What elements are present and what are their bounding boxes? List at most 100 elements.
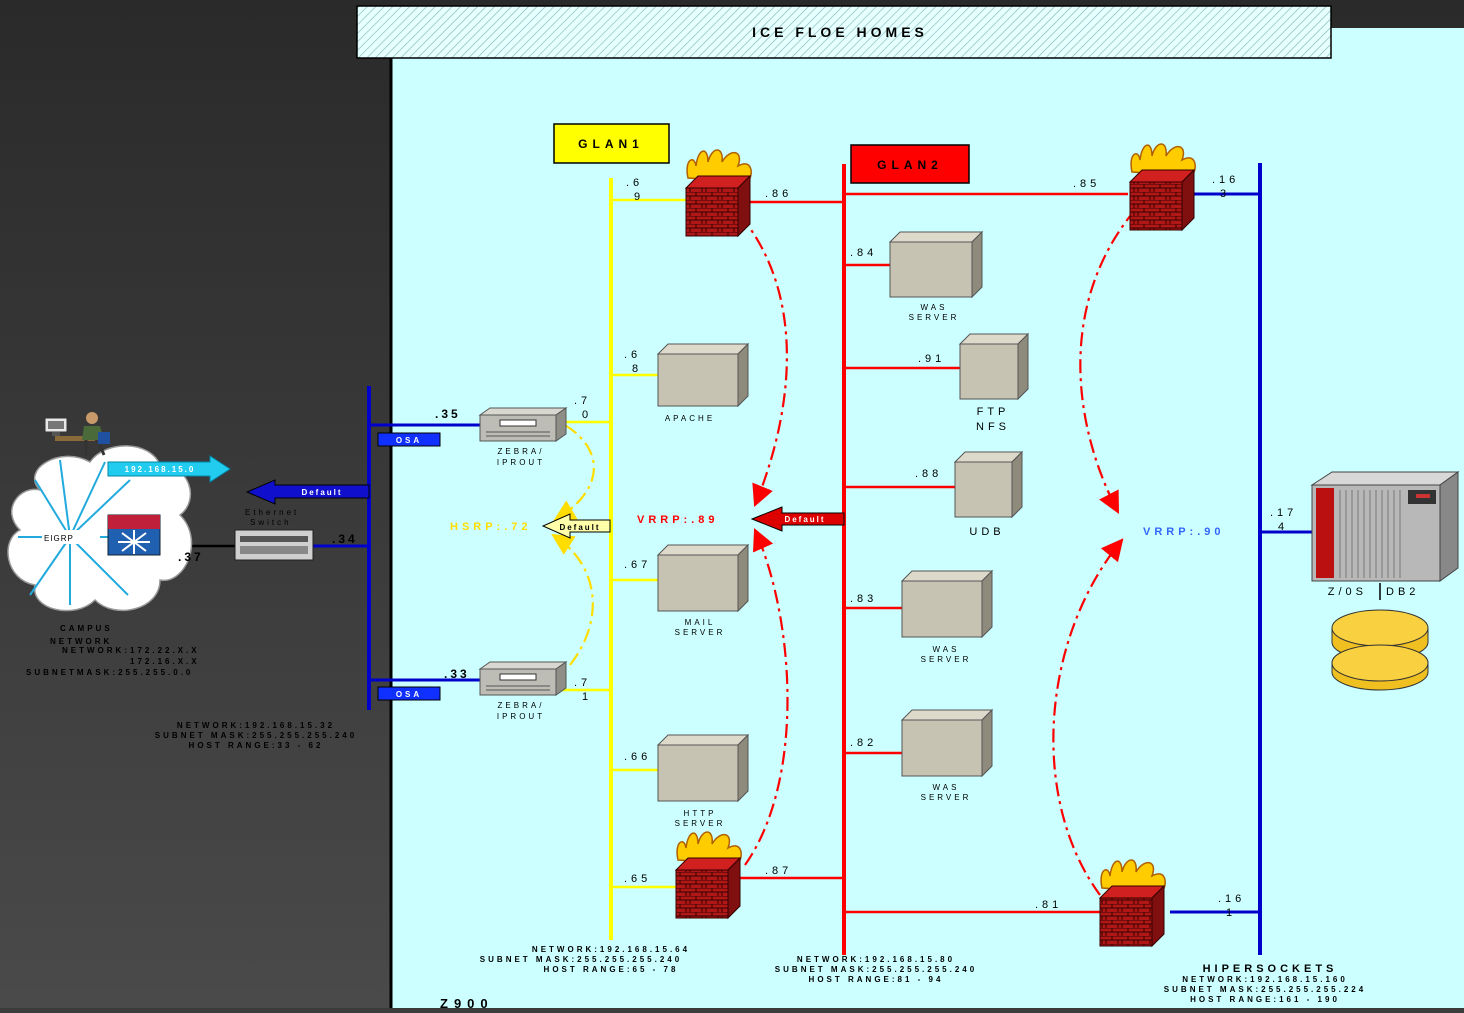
campus-network-2: 172.16.X.X xyxy=(130,657,200,666)
router-ip: .37 xyxy=(178,550,204,564)
http-ip: .66 xyxy=(624,751,651,763)
glan1-net-2: SUBNET MASK:255.255.255.240 xyxy=(480,955,682,964)
ftp-ip: .91 xyxy=(918,353,945,365)
zebra-top-label-2: IPROUT xyxy=(497,458,545,467)
hiper-net-2: SUBNET MASK:255.255.255.224 xyxy=(1164,985,1366,994)
hiper-net-1: NETWORK:192.168.15.160 xyxy=(1182,975,1348,984)
ethernet-switch xyxy=(234,529,314,561)
zos-label: Z/0S xyxy=(1328,586,1367,598)
switch-label-2: Switch xyxy=(250,518,292,527)
glan2-net-2: SUBNET MASK:255.255.255.240 xyxy=(775,965,977,974)
was-server-2-icon xyxy=(900,569,994,639)
zebra-top-ip-left: .35 xyxy=(435,407,461,421)
switch-label-1: Ethernet xyxy=(245,508,299,517)
glan1-label-box: GLAN1 xyxy=(553,123,670,164)
zebra-router-top xyxy=(478,407,568,442)
osa-label-top: OSA xyxy=(377,432,441,447)
was2-label-1: WAS xyxy=(933,645,960,654)
mail-server-icon xyxy=(656,543,750,613)
osa-label-bottom: OSA xyxy=(377,686,441,701)
was-server-1-icon xyxy=(888,230,984,299)
svg-text:192.168.15.0: 192.168.15.0 xyxy=(125,465,196,474)
svg-text:GLAN2: GLAN2 xyxy=(877,158,943,172)
hipersockets-title: HIPERSOCKETS xyxy=(1203,963,1338,975)
fw-glan2-bottom-ip: .87 xyxy=(765,865,792,877)
default-route-arrow-vrrp: Default xyxy=(750,506,845,532)
udb-label: UDB xyxy=(969,526,1004,538)
switch-ip: .34 xyxy=(332,532,358,546)
user-workstation-icon xyxy=(44,412,110,456)
apache-label: APACHE xyxy=(665,414,715,423)
eigrp-label: EIGRP xyxy=(44,534,74,543)
glan2-net-3: HOST RANGE:81 - 94 xyxy=(809,975,944,984)
campus-network-1: NETWORK:172.22.X.X xyxy=(62,646,200,655)
svg-text:Default: Default xyxy=(301,488,342,497)
zebra-router-bottom xyxy=(478,661,568,696)
hsrp-failover-arcs xyxy=(551,424,595,666)
campus-name-1: CAMPUS xyxy=(60,624,113,633)
campus-subnet: SUBNETMASK:255.255.0.0 xyxy=(26,668,193,677)
was3-ip: .82 xyxy=(850,737,877,749)
fw-right-bottom-ip: .81 xyxy=(1035,899,1062,911)
glan2-label-box: GLAN2 xyxy=(850,144,970,184)
udb-ip: .88 xyxy=(915,468,942,480)
default-route-arrow-osa: Default xyxy=(245,479,370,505)
db2-storage-icon xyxy=(1331,609,1429,691)
was2-ip: .83 xyxy=(850,593,877,605)
svg-text:Default: Default xyxy=(559,523,600,532)
ftp-nfs-server-icon xyxy=(958,332,1030,401)
vrrp-failover-arcs xyxy=(739,209,1136,896)
page-title: ICE FLOE HOMES xyxy=(752,24,928,40)
text-labels: CAMPUS NETWORK NETWORK:172.22.X.X 172.16… xyxy=(26,178,1419,1011)
vrrp2-label: VRRP:.90 xyxy=(1143,526,1225,538)
campus-router-icon xyxy=(107,514,161,556)
fw-right-top-ip: .85 xyxy=(1073,178,1100,190)
mail-label-1: MAIL xyxy=(685,618,716,627)
was-server-3-icon xyxy=(900,708,994,778)
zebra-bottom-ip-left: .33 xyxy=(444,667,470,681)
was3-label-1: WAS xyxy=(933,783,960,792)
firewall-glan1-top xyxy=(684,149,752,238)
http-server-icon xyxy=(656,733,750,803)
zebra-bottom-label-1: ZEBRA/ xyxy=(498,701,545,710)
http-label-1: HTTP xyxy=(684,809,717,818)
lan1-net-2: SUBNET MASK:255.255.255.240 xyxy=(155,731,357,740)
hiper-net-3: HOST RANGE:161 - 190 xyxy=(1190,995,1340,1004)
glan2-net-1: NETWORK:192.168.15.80 xyxy=(797,955,955,964)
fw-glan1-bottom-ip: .65 xyxy=(624,873,651,885)
was2-label-2: SERVER xyxy=(921,655,972,664)
glan1-net-3: HOST RANGE:65 - 78 xyxy=(544,965,679,974)
hsrp-label: HSRP:.72 xyxy=(450,521,532,533)
firewall-glan1-bottom xyxy=(674,831,742,920)
svg-text:Default: Default xyxy=(784,515,825,524)
lan1-net-3: HOST RANGE:33 - 62 xyxy=(189,741,324,750)
was1-label-2: SERVER xyxy=(909,313,960,322)
svg-text:OSA: OSA xyxy=(396,436,422,445)
mail-ip: .67 xyxy=(624,559,651,571)
firewall-right-bottom xyxy=(1098,859,1166,948)
apache-server-icon xyxy=(656,342,750,408)
campus-cloud xyxy=(7,445,193,612)
route-192-arrow: 192.168.15.0 xyxy=(107,455,231,483)
db2-label: DB2 xyxy=(1386,586,1419,598)
vrrp1-label: VRRP:.89 xyxy=(637,514,719,526)
udb-server-icon xyxy=(953,450,1024,519)
glan1-net-1: NETWORK:192.168.15.64 xyxy=(532,945,690,954)
default-route-arrow-hsrp: Default xyxy=(541,513,611,539)
zebra-top-label-1: ZEBRA/ xyxy=(498,447,545,456)
was1-label-1: WAS xyxy=(921,303,948,312)
mail-label-2: SERVER xyxy=(675,628,726,637)
firewall-right-top xyxy=(1128,143,1196,232)
http-label-2: SERVER xyxy=(675,819,726,828)
fw-glan2-top-ip: .86 xyxy=(765,188,792,200)
